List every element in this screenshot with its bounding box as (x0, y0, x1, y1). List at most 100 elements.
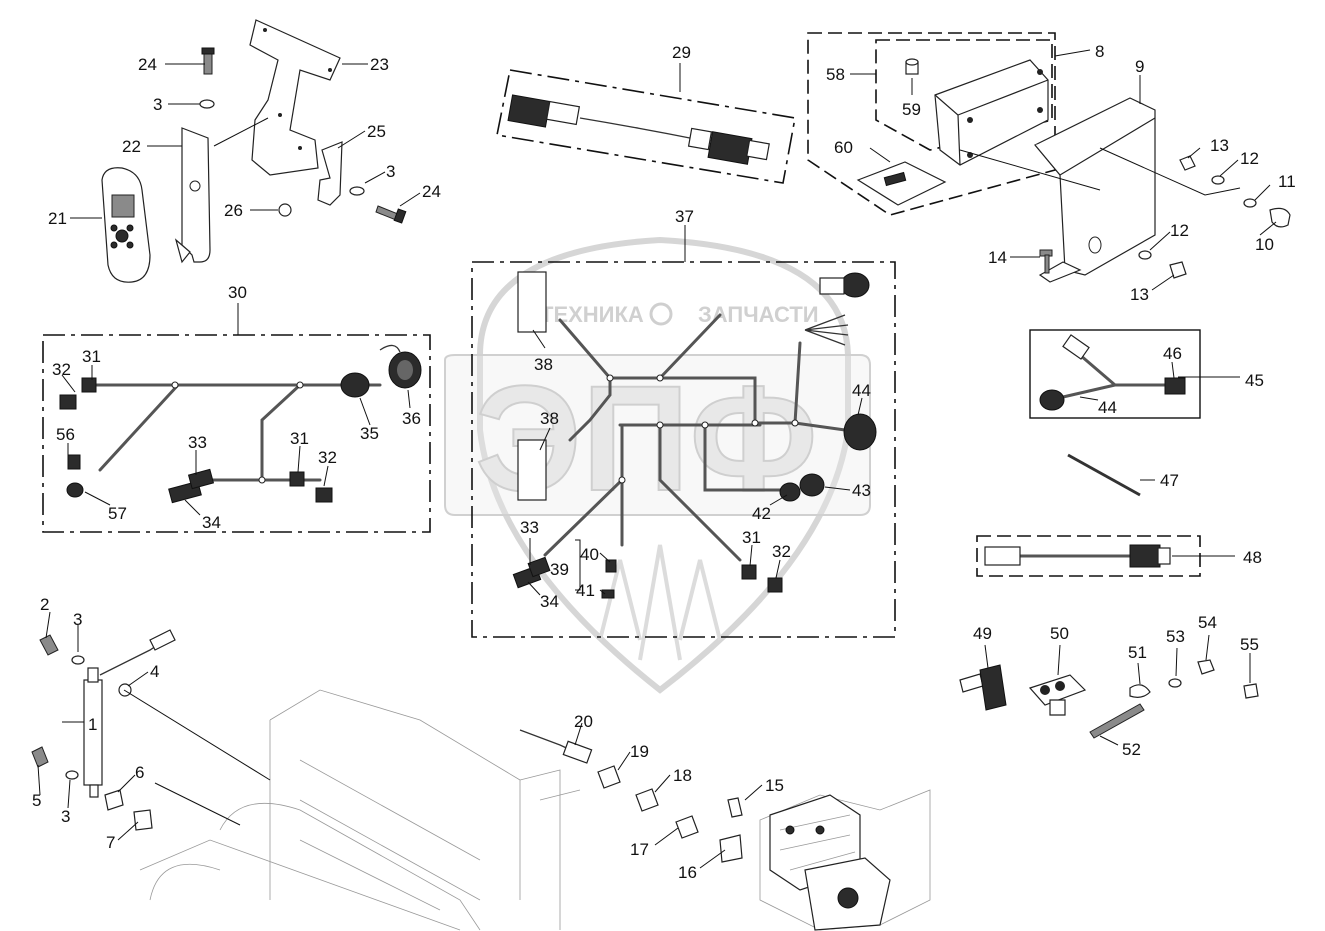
mount-bracket-9 (1034, 97, 1156, 283)
callout-40: 40 (580, 545, 599, 564)
harness-30 (59, 344, 422, 504)
callout-24b: 24 (422, 182, 441, 201)
callout-22: 22 (122, 137, 141, 156)
callout-49: 49 (973, 624, 992, 643)
callout-13b: 13 (1130, 285, 1149, 304)
callout-11: 11 (1278, 172, 1296, 191)
callout-2: 2 (40, 595, 49, 614)
callout-20: 20 (574, 712, 593, 731)
callout-16: 16 (678, 863, 697, 882)
callout-45: 45 (1245, 371, 1264, 390)
callout-12b: 12 (1170, 221, 1189, 240)
callout-5: 5 (32, 791, 41, 810)
cable-29 (507, 94, 770, 165)
callout-32b: 32 (318, 448, 337, 467)
callout-35: 35 (360, 424, 379, 443)
callout-33a: 33 (188, 433, 207, 452)
bracket-22 (174, 127, 211, 264)
adapter-45 (1039, 334, 1186, 411)
callout-21: 21 (48, 209, 67, 228)
callout-3c: 3 (386, 162, 395, 181)
leader-lines (37, 49, 1277, 869)
group-box-29 (496, 69, 796, 184)
controller-8 (934, 59, 1049, 166)
callout-7: 7 (106, 833, 115, 852)
bracket-25 (317, 141, 343, 206)
group-box-48 (976, 535, 1201, 577)
callout-44a: 44 (852, 381, 871, 400)
callout-9: 9 (1135, 57, 1144, 76)
callout-38b: 38 (540, 409, 559, 428)
cable-48 (984, 544, 1171, 568)
cable-tie-47 (1067, 453, 1141, 497)
callout-23: 23 (370, 55, 389, 74)
callout-3d: 3 (61, 807, 70, 826)
callout-3a: 3 (73, 610, 82, 629)
callout-37: 37 (675, 207, 694, 226)
bolts-24 (199, 47, 407, 224)
callout-51: 51 (1128, 643, 1147, 662)
callout-34b: 34 (540, 592, 559, 611)
fittings-49-55 (959, 659, 1259, 739)
handheld-terminal-21 (101, 167, 151, 283)
callout-26: 26 (224, 201, 243, 220)
callout-58: 58 (826, 65, 845, 84)
callout-39: 39 (550, 560, 569, 579)
callout-31c: 31 (742, 528, 761, 547)
callout-12a: 12 (1240, 149, 1259, 168)
callout-15: 15 (765, 776, 784, 795)
callout-17: 17 (630, 840, 649, 859)
cylinder-1 (31, 629, 176, 831)
callout-48: 48 (1243, 548, 1262, 567)
callout-46: 46 (1163, 344, 1182, 363)
callout-54: 54 (1198, 613, 1217, 632)
callout-59: 59 (902, 100, 921, 119)
watermark-left-text: ТЕХНИКА (540, 302, 644, 327)
hose-fittings (519, 729, 743, 863)
gear-icon (649, 302, 673, 326)
group-box-37 (471, 261, 896, 638)
callout-25: 25 (367, 122, 386, 141)
callout-8: 8 (1095, 42, 1104, 61)
cap-59 (905, 58, 919, 75)
callout-42: 42 (752, 504, 771, 523)
group-box-8 (807, 32, 1056, 216)
group-box-45 (1029, 329, 1201, 419)
callout-53: 53 (1166, 627, 1185, 646)
callout-38a: 38 (534, 355, 553, 374)
callout-50: 50 (1050, 624, 1069, 643)
callout-6: 6 (135, 763, 144, 782)
bracket-23 (249, 19, 341, 176)
callout-4: 4 (150, 662, 159, 681)
callout-52: 52 (1122, 740, 1141, 759)
callout-1: 1 (88, 715, 97, 734)
callout-43: 43 (852, 481, 871, 500)
watermark: ЭПФ ТЕХНИКА ЗАПЧАСТИ (444, 236, 871, 694)
callout-31b: 31 (290, 429, 309, 448)
pump-assembly (759, 789, 931, 931)
callout-41: 41 (576, 581, 595, 600)
callout-14: 14 (988, 248, 1007, 267)
callout-34a: 34 (202, 513, 221, 532)
callout-57: 57 (108, 504, 127, 523)
group-box-30 (42, 334, 431, 533)
callout-44b: 44 (1098, 398, 1117, 417)
callout-18: 18 (673, 766, 692, 785)
callout-47: 47 (1160, 471, 1179, 490)
callout-30: 30 (228, 283, 247, 302)
callout-33b: 33 (520, 518, 539, 537)
callout-13a: 13 (1210, 136, 1229, 155)
callout-24a: 24 (138, 55, 157, 74)
wheat-emblem (598, 544, 722, 661)
chip-60 (856, 161, 947, 206)
watermark-right-text: ЗАПЧАСТИ (698, 302, 819, 327)
harness-37 (512, 271, 877, 599)
callout-labels: 1 2 3 4 5 6 7 8 9 10 11 12 12 13 13 14 1… (32, 42, 1296, 882)
callout-56: 56 (56, 425, 75, 444)
callout-29: 29 (672, 43, 691, 62)
machine-outline (139, 689, 581, 931)
callout-32c: 32 (772, 542, 791, 561)
callout-31a: 31 (82, 347, 101, 366)
